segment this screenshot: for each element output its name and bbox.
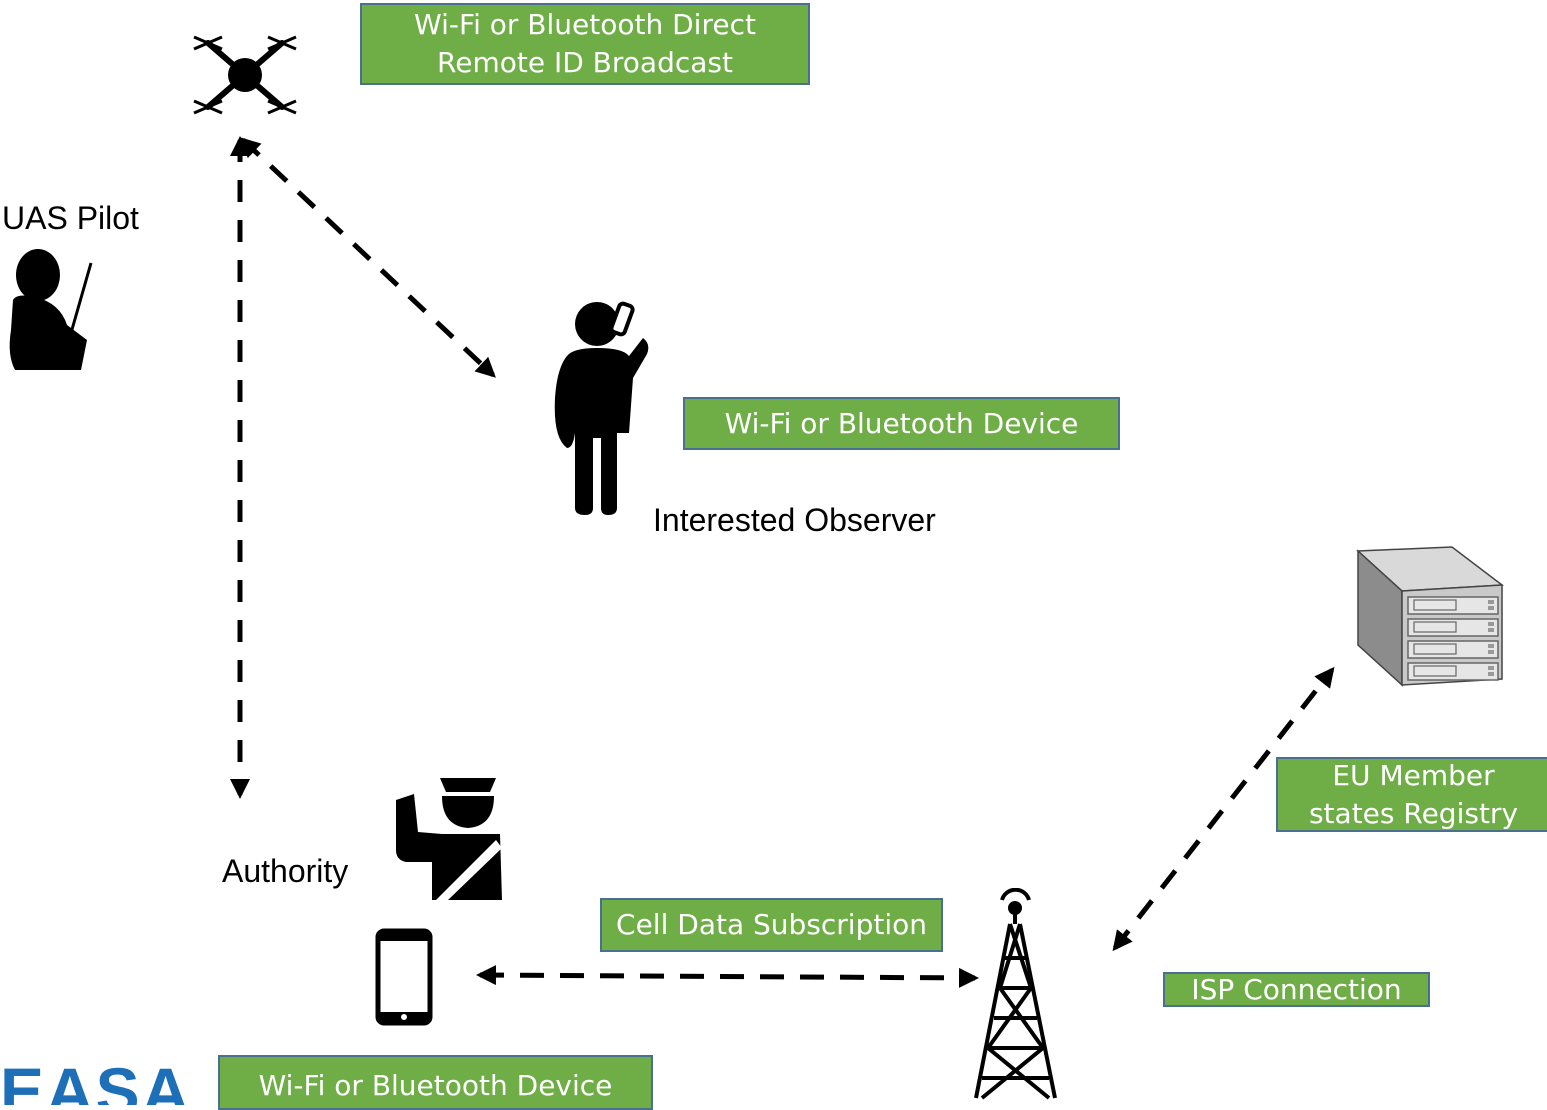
- authority-device-label: Wi-Fi or Bluetooth Device: [258, 1069, 613, 1102]
- authority-device-box: Wi-Fi or Bluetooth Device: [218, 1055, 653, 1110]
- authority-officer-icon: [396, 778, 502, 900]
- tower-registry-arrow: [1112, 666, 1335, 952]
- phone-tower-arrow: [476, 965, 979, 988]
- broadcast-line-2: Remote ID Broadcast: [437, 46, 733, 79]
- cell-tower-icon: [974, 888, 1057, 1100]
- registry-line-1: EU Member: [1332, 758, 1495, 792]
- smartphone-icon: [375, 928, 433, 1026]
- easa-logo: EASA: [0, 1058, 191, 1105]
- registry-box: EU Member states Registry: [1276, 757, 1547, 832]
- cell-subscription-label: Cell Data Subscription: [616, 908, 927, 942]
- broadcast-line-1: Wi-Fi or Bluetooth Direct: [414, 8, 756, 42]
- drone-icon: [193, 35, 297, 115]
- observer-icon: [554, 301, 649, 515]
- registry-line-2: states Registry: [1308, 796, 1519, 830]
- pilot-icon: [9, 249, 93, 370]
- broadcast-box: Wi-Fi or Bluetooth Direct Remote ID Broa…: [360, 3, 810, 85]
- observer-label: Interested Observer: [653, 502, 936, 538]
- isp-connection-box: ISP Connection: [1163, 972, 1430, 1007]
- isp-connection-label: ISP Connection: [1191, 972, 1402, 1006]
- cell-subscription-box: Cell Data Subscription: [600, 898, 943, 952]
- observer-device-label: Wi-Fi or Bluetooth Device: [724, 406, 1079, 440]
- drone-observer-arrow: [240, 137, 496, 378]
- easa-logo-text: EASA: [0, 1058, 192, 1105]
- observer-device-box: Wi-Fi or Bluetooth Device: [683, 397, 1120, 450]
- authority-label: Authority: [222, 853, 349, 889]
- server-rack-icon: [1356, 546, 1505, 687]
- pilot-label: UAS Pilot: [2, 200, 139, 236]
